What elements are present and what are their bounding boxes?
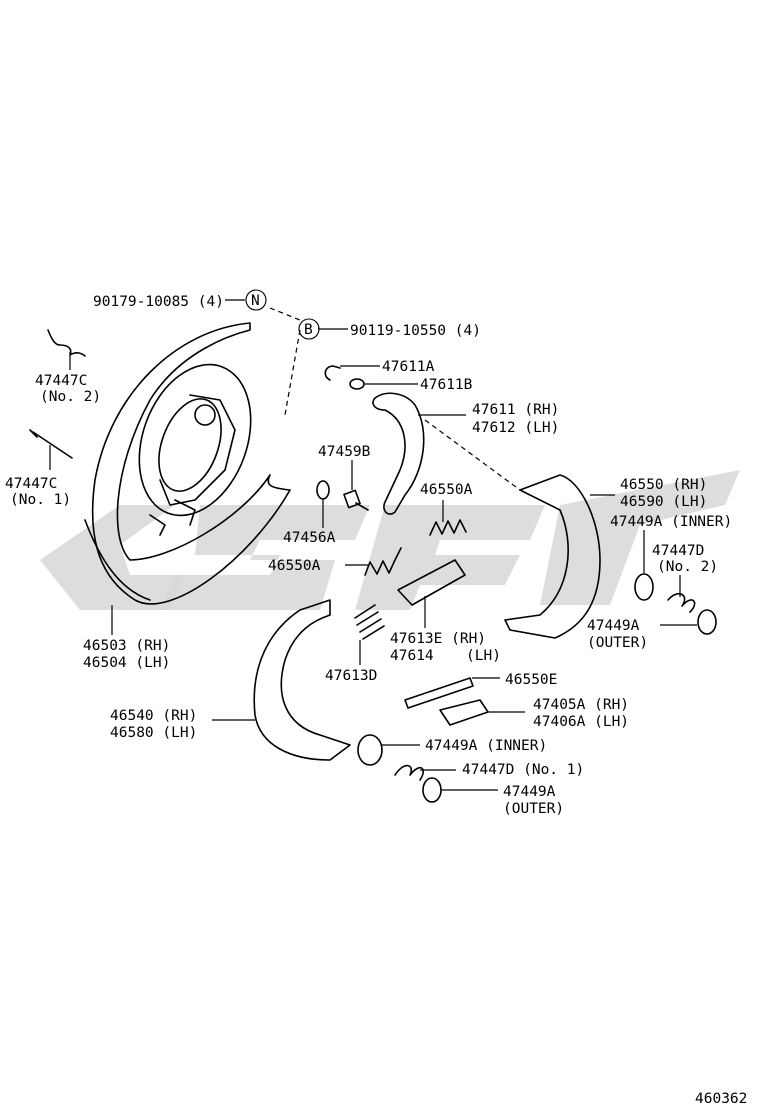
label-46590: 46590 (LH)	[620, 494, 707, 510]
label-47611a: 47611A	[382, 359, 435, 375]
label-47611: 47611 (RH)	[472, 402, 559, 418]
label-46550a-mid: 46550A	[268, 558, 321, 574]
label-47611b: 47611B	[420, 377, 473, 393]
label-47449a-outer-top-sub: (OUTER)	[587, 635, 648, 651]
label-47613e: 47613E (RH)	[390, 631, 486, 647]
adjuster-screw-47459b	[343, 489, 369, 511]
label-46540: 46540 (RH)	[110, 708, 197, 724]
spring-46550a-top	[429, 519, 467, 536]
parking-brake-lever	[372, 392, 425, 515]
washer-47456a	[316, 480, 330, 500]
label-47614-lh: (LH)	[466, 648, 501, 664]
label-47449a-inner-bottom: 47449A (INNER)	[425, 738, 547, 754]
label-46503: 46503 (RH)	[83, 638, 170, 654]
label-47449a-inner-top: 47449A (INNER)	[610, 514, 732, 530]
label-46550: 46550 (RH)	[620, 477, 707, 493]
adjuster-47405a	[439, 699, 489, 726]
symbol-b-circle	[298, 318, 320, 340]
spring-46550a-mid	[364, 547, 402, 576]
label-47456a: 47456A	[283, 530, 336, 546]
label-47405a: 47405A (RH)	[533, 697, 629, 713]
label-47447c-no1: 47447C	[5, 476, 57, 492]
label-46504: 46504 (LH)	[83, 655, 170, 671]
label-47449a-outer-bottom-sub: (OUTER)	[503, 801, 564, 817]
label-bolt-b: 90119-10550 (4)	[350, 323, 481, 339]
symbol-n-circle	[245, 289, 267, 311]
washer-47611b	[349, 378, 365, 390]
symbol-b: B	[304, 322, 313, 338]
backing-plate	[84, 322, 291, 605]
adjuster-screw-46550e	[404, 677, 474, 709]
brake-shoe-rear	[504, 474, 601, 639]
label-47447c-no2-sub: (No. 2)	[40, 389, 101, 405]
strut-47613e	[397, 559, 466, 606]
label-47406a: 47406A (LH)	[533, 714, 629, 730]
hold-down-clip-no2	[47, 329, 86, 357]
retainer-47449a-outer-top	[697, 609, 717, 635]
symbol-n: N	[251, 293, 260, 309]
label-46550e: 46550E	[505, 672, 557, 688]
retainer-47449a-inner-top	[634, 573, 654, 601]
hold-down-pin-no1	[29, 429, 73, 459]
label-bolt-n: 90179-10085 (4)	[93, 294, 224, 310]
spring-47447d-top	[667, 592, 696, 613]
label-47447d-top-sub: (No. 2)	[657, 559, 718, 575]
label-47449a-outer-top: 47449A	[587, 618, 640, 634]
watermark-logo	[40, 470, 740, 610]
label-47614: 47614	[390, 648, 434, 664]
leader-lines	[49, 299, 697, 791]
lever-clip-47611a	[324, 365, 341, 381]
label-47612: 47612 (LH)	[472, 420, 559, 436]
label-47447c-no2: 47447C	[35, 373, 87, 389]
diagram-id: 460362	[695, 1091, 747, 1107]
retainer-47449a-outer-bottom	[422, 777, 442, 803]
retainer-47449a-inner-bottom	[357, 734, 383, 766]
label-47447d-bottom: 47447D (No. 1)	[462, 762, 584, 778]
label-47449a-outer-bottom: 47449A	[503, 784, 556, 800]
label-47459b: 47459B	[318, 444, 371, 460]
spring-47447d-bottom	[394, 764, 425, 781]
spring-47613d	[354, 604, 385, 640]
label-46550a-top: 46550A	[420, 482, 473, 498]
brake-shoe-front	[253, 599, 351, 761]
label-46580: 46580 (LH)	[110, 725, 197, 741]
label-47613d: 47613D	[325, 668, 377, 684]
label-47447d-top: 47447D	[652, 543, 704, 559]
label-47447c-no1-sub: (No. 1)	[10, 492, 71, 508]
